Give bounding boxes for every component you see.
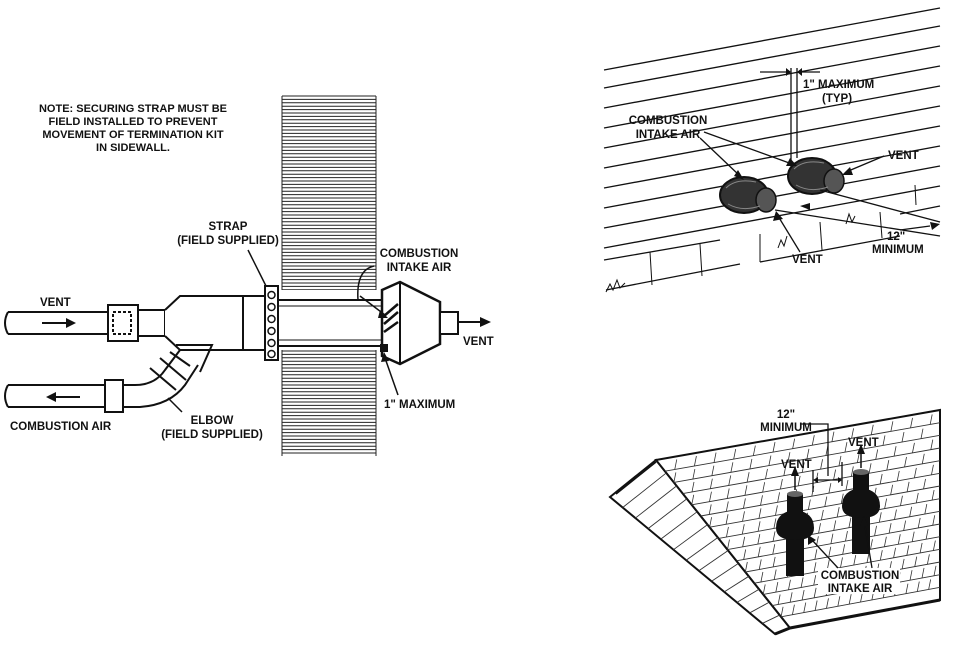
siding-min-label-2: MINIMUM bbox=[872, 244, 924, 256]
siding-max-label-1: 1" MAXIMUM bbox=[803, 79, 874, 91]
siding-detail: 1" MAXIMUM (TYP) COMBUSTION INTAKE AIR V… bbox=[603, 7, 941, 293]
combustion-air-pipe bbox=[4, 344, 214, 413]
strap bbox=[264, 285, 279, 361]
max-leader bbox=[384, 357, 399, 396]
siding-vent-label-top: VENT bbox=[888, 150, 919, 162]
siding-intake-leaders bbox=[699, 131, 793, 177]
elbow-leader bbox=[167, 397, 183, 413]
roof-intake-label-1: COMBUSTION bbox=[821, 570, 900, 582]
termination-cap bbox=[380, 280, 459, 366]
max-label: 1" MAXIMUM bbox=[384, 399, 455, 411]
roof-terminal-right bbox=[842, 469, 880, 554]
roof-min-label-1: 12" bbox=[777, 409, 795, 421]
siding-intake-label-1: COMBUSTION bbox=[629, 115, 708, 127]
roof-vent-label-left: VENT bbox=[781, 459, 812, 471]
intake-leader bbox=[357, 265, 375, 301]
roof-vent-label-right: VENT bbox=[848, 437, 879, 449]
vent-arrow-right bbox=[42, 318, 76, 328]
roof-vent-arrows bbox=[791, 444, 865, 490]
siding-joints bbox=[649, 184, 917, 286]
siding-min-label-1: 12" bbox=[887, 231, 905, 243]
sidewall-detail: NOTE: SECURING STRAP MUST BE FIELD INSTA… bbox=[4, 95, 494, 456]
roof-intake-label-2: INTAKE AIR bbox=[828, 583, 893, 595]
elbow-label-1: ELBOW bbox=[191, 415, 234, 427]
strap-label-2: (FIELD SUPPLIED) bbox=[177, 235, 279, 247]
siding-vent-label-bottom: VENT bbox=[792, 254, 823, 266]
siding-intake-label-2: INTAKE AIR bbox=[636, 129, 701, 141]
note-line-2: FIELD INSTALLED TO PREVENT bbox=[49, 116, 218, 128]
roof-min-label-2: MINIMUM bbox=[760, 422, 812, 434]
strap-leader bbox=[247, 249, 267, 287]
note-line-4: IN SIDEWALL. bbox=[96, 142, 170, 154]
elbow-label-2: (FIELD SUPPLIED) bbox=[161, 429, 263, 441]
strap-label-1: STRAP bbox=[209, 221, 248, 233]
vent-out-label: VENT bbox=[463, 336, 494, 348]
intake-label-1: COMBUSTION bbox=[380, 248, 459, 260]
roof-min-dimension bbox=[800, 423, 843, 492]
min-dimension bbox=[774, 189, 941, 237]
max-dimension bbox=[760, 68, 820, 160]
combustion-air-arrow-left bbox=[46, 392, 80, 402]
roof-intake-label-bg bbox=[818, 568, 900, 594]
siding-terminal-left bbox=[719, 176, 777, 214]
roof-intake-leaders bbox=[811, 519, 873, 569]
siding-terminal-right bbox=[787, 157, 845, 195]
roof-terminal-left bbox=[776, 491, 814, 576]
note-line-3: MOVEMENT OF TERMINATION KIT bbox=[42, 129, 224, 141]
intake-label-2: INTAKE AIR bbox=[387, 262, 452, 274]
vent-in-label: VENT bbox=[40, 297, 71, 309]
roof-detail: VENT VENT 12" MINIMUM COMBUSTION INTAKE … bbox=[608, 408, 941, 636]
grass bbox=[605, 212, 856, 293]
vent-out-arrow bbox=[458, 317, 491, 327]
combustion-air-label: COMBUSTION AIR bbox=[10, 421, 112, 433]
note-line-1: NOTE: SECURING STRAP MUST BE bbox=[39, 103, 227, 115]
siding-max-label-2: (TYP) bbox=[822, 93, 852, 105]
